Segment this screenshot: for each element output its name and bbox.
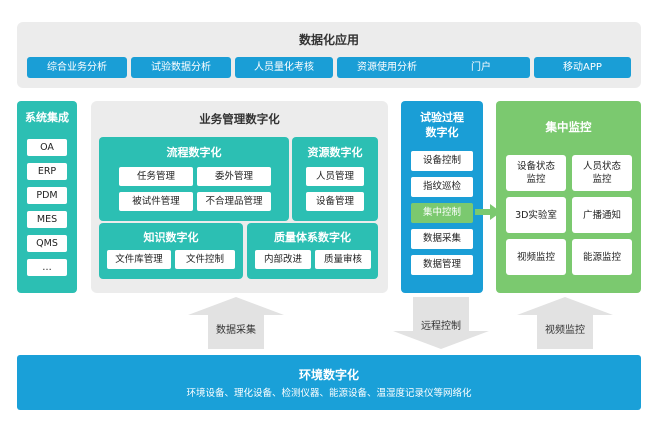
chip-energy-monitoring: 能源监控 <box>572 239 632 275</box>
chip-test-piece-management: 被试件管理 <box>119 192 193 211</box>
system-more: … <box>27 259 67 276</box>
system-mes: MES <box>27 211 67 228</box>
data-collection-label: 数据采集 <box>216 325 256 336</box>
chip-task-management: 任务管理 <box>119 167 193 186</box>
test-process-title-line2: 数字化 <box>425 126 459 139</box>
data-application-title: 数据化应用 <box>298 33 359 47</box>
quality-system-digitization-panel: 质量体系数字化 内部改进 质量审核 <box>247 223 378 279</box>
chip-data-management: 数据管理 <box>411 255 473 275</box>
test-process-panel: 试验过程 数字化 设备控制 指纹巡检 集中控制 数据采集 数据管理 <box>401 101 483 293</box>
right-arrow-icon <box>475 204 501 220</box>
process-digitization-panel: 流程数字化 任务管理 委外管理 被试件管理 不合理品管理 <box>99 137 289 221</box>
up-arrow-icon <box>188 297 284 349</box>
environment-digitization-panel: 环境数字化 环境设备、理化设备、检测仪器、能源设备、温湿度记录仪等网络化 <box>17 355 641 410</box>
chip-broadcast-notification: 广播通知 <box>572 197 632 233</box>
system-erp: ERP <box>27 163 67 180</box>
chip-internal-improvement: 内部改进 <box>255 250 311 269</box>
chip-video-monitoring: 视频监控 <box>506 239 566 275</box>
chip-outsourcing-management: 委外管理 <box>197 167 271 186</box>
system-qms: QMS <box>27 235 67 252</box>
tab-comprehensive-analysis[interactable]: 综合业务分析 <box>27 57 127 78</box>
chip-data-collection: 数据采集 <box>411 229 473 249</box>
system-integration-title: 系统集成 <box>25 111 69 124</box>
up-arrow-icon <box>517 297 613 349</box>
test-process-title-line1: 试验过程 <box>420 111 464 124</box>
resource-digitization-title: 资源数字化 <box>307 146 363 159</box>
chip-3d-laboratory: 3D实验室 <box>506 197 566 233</box>
system-integration-panel: 系统集成 OA ERP PDM MES QMS … <box>17 101 77 293</box>
tab-portal[interactable]: 门户 <box>432 57 530 78</box>
centralized-monitoring-title: 集中监控 <box>545 120 592 134</box>
chip-personnel-management: 人员管理 <box>306 167 364 186</box>
business-management-panel: 业务管理数字化 流程数字化 任务管理 委外管理 被试件管理 不合理品管理 资源数… <box>91 101 388 293</box>
chip-file-control: 文件控制 <box>175 250 235 269</box>
system-oa: OA <box>27 139 67 156</box>
system-pdm: PDM <box>27 187 67 204</box>
chip-personnel-status-monitoring: 人员状态监控 <box>572 155 632 191</box>
remote-control-arrow: 远程控制 <box>393 297 489 349</box>
chip-file-library-management: 文件库管理 <box>107 250 171 269</box>
centralized-monitoring-panel: 集中监控 设备状态监控 人员状态监控 3D实验室 广播通知 视频监控 能源监控 <box>496 101 641 293</box>
chip-quality-audit: 质量审核 <box>315 250 371 269</box>
video-monitoring-arrow: 视频监控 <box>517 297 613 349</box>
resource-digitization-panel: 资源数字化 人员管理 设备管理 <box>292 137 378 221</box>
business-management-title: 业务管理数字化 <box>199 112 280 126</box>
chip-nonconforming-management: 不合理品管理 <box>197 192 271 211</box>
video-monitoring-label: 视频监控 <box>545 325 585 336</box>
chip-equipment-status-monitoring: 设备状态监控 <box>506 155 566 191</box>
process-digitization-title: 流程数字化 <box>166 146 222 159</box>
tab-mobile-app[interactable]: 移动APP <box>534 57 631 78</box>
environment-digitization-title: 环境数字化 <box>298 368 359 382</box>
data-collection-arrow: 数据采集 <box>188 297 284 349</box>
chip-equipment-control: 设备控制 <box>411 151 473 171</box>
data-application-panel: 数据化应用 综合业务分析 试验数据分析 人员量化考核 资源使用分析 门户 移动A… <box>17 22 641 88</box>
chip-personnel-status-monitoring-label: 人员状态监控 <box>582 161 621 185</box>
tab-test-data-analysis[interactable]: 试验数据分析 <box>131 57 231 78</box>
knowledge-digitization-panel: 知识数字化 文件库管理 文件控制 <box>99 223 243 279</box>
remote-control-label: 远程控制 <box>421 321 461 332</box>
quality-system-digitization-title: 质量体系数字化 <box>274 231 351 244</box>
tab-personnel-assessment[interactable]: 人员量化考核 <box>235 57 333 78</box>
chip-centralized-control: 集中控制 <box>411 203 473 223</box>
knowledge-digitization-title: 知识数字化 <box>143 231 199 244</box>
down-arrow-icon <box>393 297 489 349</box>
chip-fingerprint-inspection: 指纹巡检 <box>411 177 473 197</box>
chip-equipment-status-monitoring-label: 设备状态监控 <box>516 161 555 185</box>
tab-resource-usage-analysis[interactable]: 资源使用分析 <box>337 57 437 78</box>
environment-digitization-subtitle: 环境设备、理化设备、检测仪器、能源设备、温湿度记录仪等网络化 <box>186 388 472 399</box>
chip-equipment-management: 设备管理 <box>306 192 364 211</box>
